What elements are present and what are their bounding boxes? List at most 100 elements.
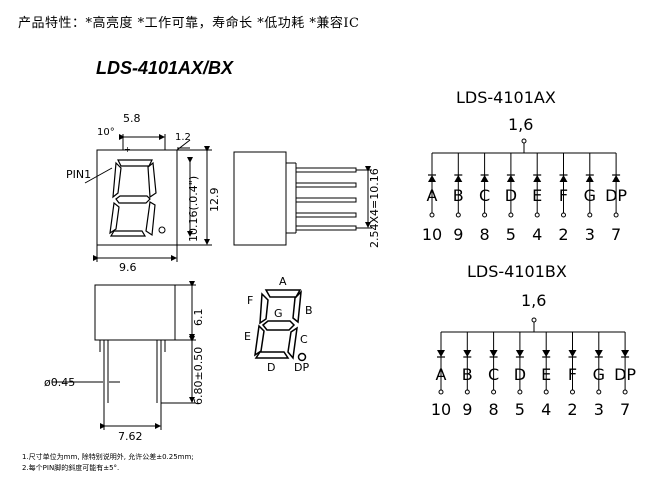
schematic-bx-common-pins: 1,6: [521, 291, 546, 310]
pin-number: 9: [453, 225, 463, 244]
side-pins: [295, 167, 357, 231]
common-terminal: [521, 138, 527, 144]
pin-terminal: [596, 389, 602, 395]
segment-label: E: [541, 365, 551, 384]
segment-label: B: [462, 365, 473, 384]
diode-icon: [568, 350, 577, 357]
segment-label-f: F: [247, 294, 253, 307]
pin-number: 2: [558, 225, 568, 244]
pin-terminal: [587, 212, 593, 218]
pin-number: 8: [480, 225, 490, 244]
note-line-2: 2.每个PIN脚的斜度可能有±5°.: [22, 464, 120, 472]
diode-icon: [480, 175, 489, 182]
pin-number: 8: [489, 400, 499, 419]
pin-terminal: [534, 212, 540, 218]
pin-terminal: [491, 389, 497, 395]
dim-top-width: 5.8: [123, 112, 141, 125]
features-text: 产品特性：*高亮度 *工作可靠，寿命长 *低功耗 *兼容IC: [18, 16, 360, 31]
dim-pitch: 2.54X4=10.16: [368, 168, 381, 248]
diode-icon: [559, 175, 568, 182]
decimal-point: [158, 226, 166, 234]
segment-label: C: [488, 365, 499, 384]
diode-icon: [533, 175, 542, 182]
diode-icon: [428, 175, 436, 182]
pin-number: 10: [431, 400, 451, 419]
pin-view: [52, 281, 196, 430]
pin-number: 10: [422, 225, 442, 244]
digit-eight: [109, 159, 157, 237]
lower-body-outline: [94, 284, 176, 341]
segment-label: D: [514, 365, 526, 384]
schematic-bx-title: LDS-4101BX: [467, 262, 567, 281]
segment-label: A: [436, 365, 447, 384]
dim-bottom-width: 9.6: [119, 261, 137, 274]
segment-label: D: [505, 186, 517, 205]
diode-icon: [463, 350, 472, 357]
pin-terminal: [508, 212, 514, 218]
diode-icon: [585, 175, 594, 182]
segment-diagram: [254, 289, 307, 362]
pin1-label: PIN1: [66, 168, 91, 181]
pin-terminal: [438, 389, 444, 395]
dim-angle: 10°: [97, 127, 115, 138]
segment-label-a: A: [279, 275, 287, 288]
dim-side-small: 1.2: [175, 132, 191, 143]
schematic-ax-title: LDS-4101AX: [456, 88, 556, 107]
segment-label: E: [532, 186, 542, 205]
front-view: +: [84, 134, 212, 262]
notes: 1.尺寸单位为mm, 除特别说明外, 允许公差±0.25mm; 2.每个PIN脚…: [22, 452, 194, 474]
segment-label: F: [568, 365, 577, 384]
side-view: [233, 151, 372, 246]
dim-pin-width: 7.62: [118, 430, 143, 443]
pin-number: 3: [585, 225, 595, 244]
segment-label: G: [593, 365, 605, 384]
segment-label: DP: [605, 186, 627, 205]
pin-terminal: [622, 389, 628, 395]
segment-label: B: [453, 186, 464, 205]
pin-number: 7: [611, 225, 621, 244]
svg-text:+: +: [124, 145, 131, 154]
dim-pin-dia: ø0.45: [44, 376, 75, 389]
segment-label-c: C: [300, 333, 308, 346]
pin-number: 2: [567, 400, 577, 419]
pin-terminal: [517, 389, 523, 395]
segment-labels: A B C D E F G DP: [244, 275, 313, 374]
diode-icon: [612, 175, 621, 182]
segment-label-d: D: [267, 361, 275, 374]
pin-terminal: [561, 212, 566, 218]
segment-label: A: [427, 186, 438, 205]
segment-label-g: G: [274, 307, 283, 320]
segment-label: C: [479, 186, 490, 205]
display-body-outline: [96, 149, 178, 246]
diode-icon: [454, 175, 463, 182]
dim-total-height: 12.9: [208, 188, 221, 213]
side-body-outline: [233, 151, 287, 246]
pin-number: 4: [532, 225, 542, 244]
note-line-1: 1.尺寸单位为mm, 除特别说明外, 允许公差±0.25mm;: [22, 453, 194, 461]
diode-icon: [515, 350, 524, 357]
diode-icon: [506, 175, 515, 182]
segment-label: DP: [614, 365, 636, 384]
common-terminal: [531, 317, 537, 323]
pin-number: 4: [541, 400, 551, 419]
pin-number: 3: [594, 400, 604, 419]
pin-number: 9: [462, 400, 472, 419]
segment-label: F: [559, 186, 568, 205]
pin-terminal: [455, 212, 461, 218]
pin-terminal: [613, 212, 619, 218]
diode-icon: [621, 350, 630, 357]
segment-label-dp: DP: [294, 361, 309, 374]
pin-number: 5: [515, 400, 525, 419]
pin-terminal: [482, 212, 488, 218]
diode-icon: [437, 350, 445, 357]
pin-terminal: [464, 389, 470, 395]
segment-label-b: B: [305, 304, 313, 317]
diode-icon: [594, 350, 603, 357]
schematic-ax-common-pins: 1,6: [508, 115, 533, 134]
dim-body-height: 6.1: [192, 309, 205, 327]
segment-label: G: [584, 186, 596, 205]
dim-char-height: 10.16(.0.4"): [187, 176, 200, 242]
